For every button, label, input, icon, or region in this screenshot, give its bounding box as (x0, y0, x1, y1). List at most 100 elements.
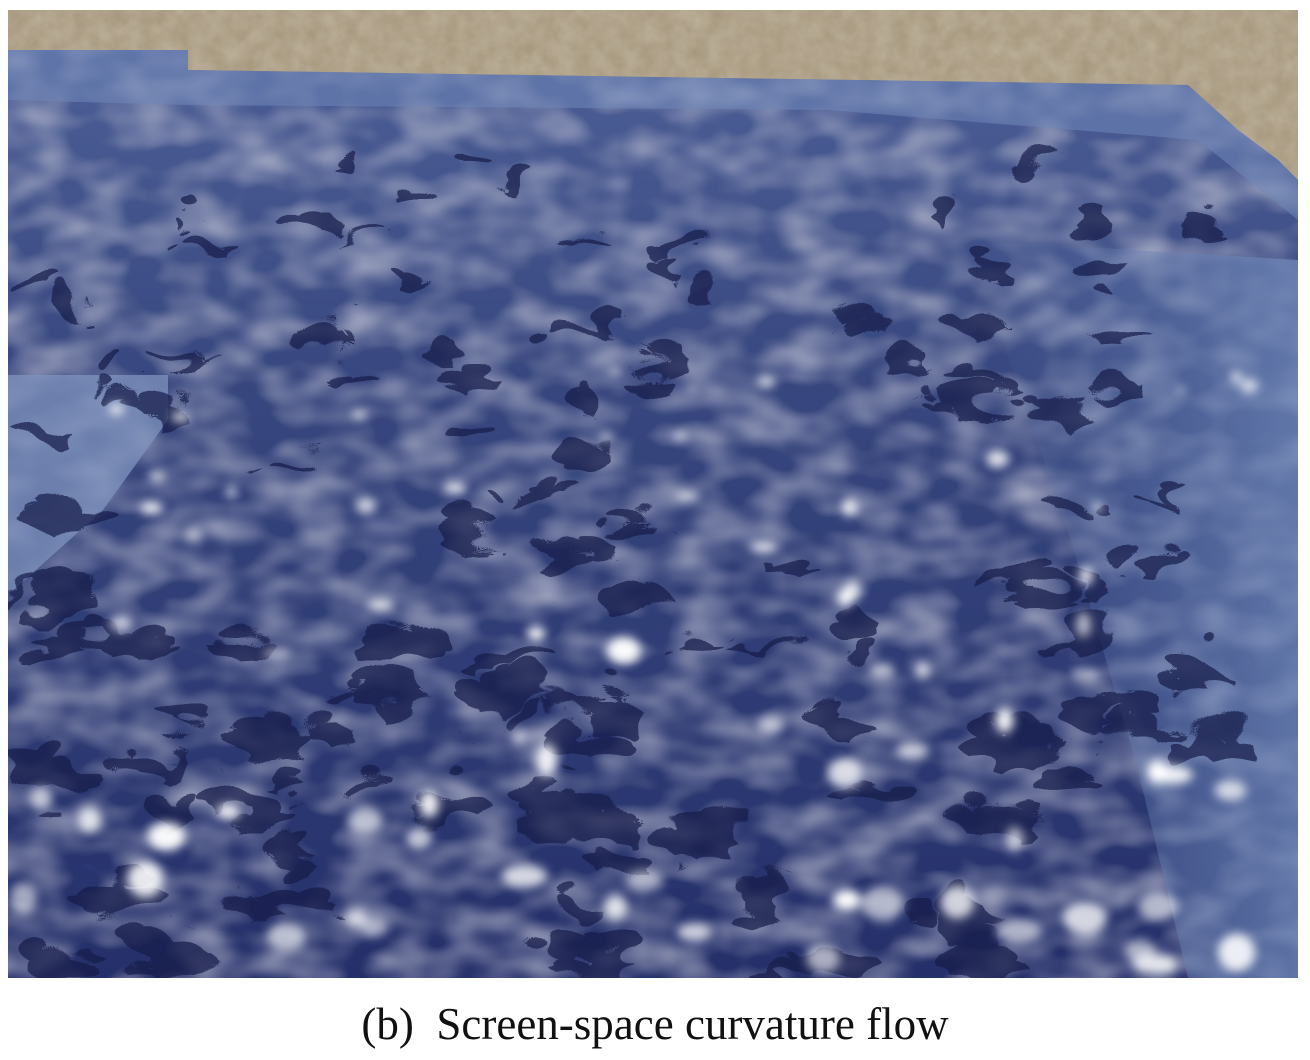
specular-highlight (1062, 901, 1108, 935)
ripple-trough (203, 700, 290, 742)
specular-highlight (837, 587, 853, 608)
specular-highlight (266, 922, 305, 951)
specular-highlight (127, 861, 164, 898)
ripple-trough (163, 222, 221, 238)
specular-highlight (360, 917, 389, 937)
specular-highlight (626, 870, 664, 892)
specular-highlight (1138, 892, 1178, 920)
ripple-trough (310, 356, 333, 370)
ripple-trough (132, 779, 203, 808)
specular-highlight (869, 663, 895, 678)
ripple-trough (1136, 527, 1170, 553)
ripple-trough (557, 672, 630, 717)
ripple-trough (515, 680, 563, 716)
ripple-trough (340, 605, 427, 647)
ripple-trough (70, 860, 143, 912)
ripple-trough (91, 741, 163, 763)
ripple-trough (1155, 718, 1239, 748)
ripple-trough (17, 584, 61, 606)
specular-highlight (687, 386, 698, 393)
specular-highlight (1176, 385, 1186, 396)
ripple-trough (549, 871, 581, 912)
ripple-trough (501, 757, 531, 806)
ripple-trough (972, 243, 993, 266)
ripple-trough (446, 657, 528, 693)
ripple-trough (628, 795, 729, 845)
specular-highlight (184, 527, 203, 543)
ripple-trough (617, 331, 667, 356)
ripple-trough (44, 274, 73, 300)
ripple-trough (373, 253, 406, 273)
specular-highlight (405, 827, 432, 850)
ripple-trough (545, 426, 597, 457)
ripple-trough (8, 410, 44, 430)
ripple-trough (578, 557, 647, 591)
ripple-trough (1080, 705, 1162, 729)
ripple-trough (1005, 140, 1035, 163)
ripple-trough (401, 325, 443, 346)
specular-highlight (1005, 827, 1024, 853)
specular-highlight (419, 790, 439, 818)
ripple-trough (508, 479, 533, 491)
specular-highlight (985, 450, 1010, 468)
ripple-trough (1118, 476, 1164, 487)
specular-highlight (263, 648, 292, 659)
ripple-trough (549, 216, 596, 231)
ripple-trough (609, 360, 665, 383)
specular-highlight (77, 806, 102, 833)
ripple-trough (414, 504, 479, 533)
specular-highlight (608, 368, 622, 375)
ripple-trough (559, 784, 619, 829)
ripple-trough (1095, 678, 1150, 707)
specular-highlight-group (10, 368, 1258, 975)
ripple-trough (155, 206, 175, 217)
specular-highlight (995, 919, 1043, 943)
ripple-trough (8, 572, 53, 585)
ripple-trough (912, 926, 1006, 975)
ripple-trough (835, 630, 860, 660)
specular-highlight (147, 822, 186, 851)
ripple-trough (1095, 521, 1120, 552)
ripple-trough (77, 346, 102, 376)
specular-highlight (606, 636, 641, 664)
specular-highlight (366, 598, 394, 612)
specular-highlight (110, 614, 133, 632)
figure-caption: (b) Screen-space curvature flow (361, 999, 949, 1049)
ripple-trough (325, 363, 365, 378)
ripple-trough (306, 670, 342, 685)
ripple-trough (322, 214, 374, 224)
specular-highlight (1076, 611, 1091, 637)
ripple-trough (1059, 673, 1106, 712)
ripple-trough (142, 337, 193, 346)
specular-highlight (676, 923, 713, 941)
ripple-trough (343, 762, 383, 781)
ripple-trough (339, 657, 409, 703)
specular-highlight (673, 431, 688, 441)
specular-highlight (841, 498, 859, 517)
specular-highlight (108, 403, 125, 415)
specular-highlight (443, 481, 467, 494)
specular-highlight (1146, 759, 1169, 785)
specular-highlight (1240, 378, 1258, 393)
ripple-trough (197, 620, 264, 649)
specular-highlight (351, 411, 367, 419)
ripple-trough (13, 934, 80, 965)
ripple-trough (1007, 388, 1068, 415)
ripple-trough (990, 573, 1058, 588)
ripple-trough (131, 693, 198, 713)
ripple-trough (447, 636, 533, 657)
specular-highlight (674, 491, 699, 501)
ripple-trough (805, 705, 851, 723)
specular-highlight (896, 742, 930, 760)
specular-highlight (171, 411, 191, 422)
specular-highlight (757, 375, 775, 388)
ripple-trough (590, 497, 652, 517)
ripple-trough (1025, 750, 1079, 781)
ripple-trough (514, 464, 535, 483)
ripple-trough (927, 379, 994, 396)
ripple-trough (99, 370, 136, 395)
specular-highlight (348, 807, 383, 834)
specular-highlight (806, 944, 840, 973)
specular-highlight (226, 484, 237, 499)
